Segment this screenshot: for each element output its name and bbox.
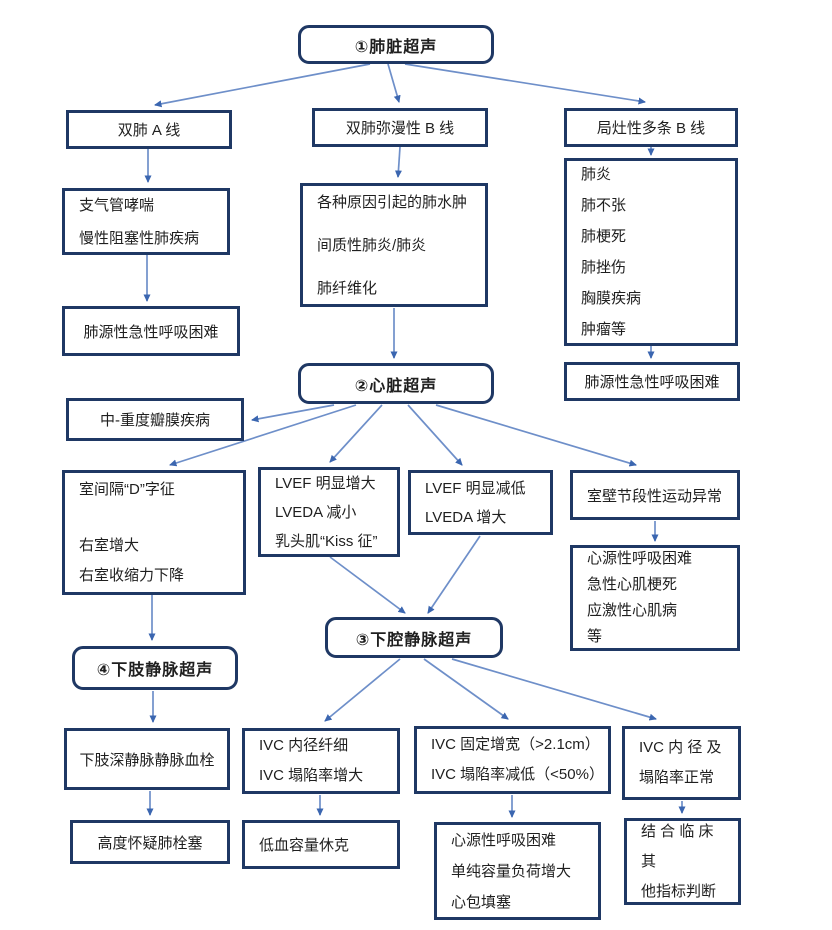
- node-lung-ultrasound: ①肺脏超声: [298, 25, 494, 64]
- node-cardiogenic-volume-tamponade: 心源性呼吸困难 单纯容量负荷增大 心包填塞: [434, 822, 601, 920]
- node-lvef-decreased: LVEF 明显减低 LVEDA 增大: [408, 470, 553, 535]
- node-ivc-ultrasound: ③下腔静脉超声: [325, 617, 503, 658]
- node-lower-limb-vein-ultrasound: ④下肢静脉超声: [72, 646, 238, 690]
- node-pulmonary-dyspnea-left: 肺源性急性呼吸困难: [62, 306, 240, 356]
- node-cardiac-ultrasound: ②心脏超声: [298, 363, 494, 404]
- node-pulmonary-dyspnea-right: 肺源性急性呼吸困难: [564, 362, 740, 401]
- node-asthma-copd: 支气管哮喘 慢性阻塞性肺疾病: [62, 188, 230, 255]
- node-wall-motion-abnormality: 室壁节段性运动异常: [570, 470, 740, 520]
- node-focal-b-lines: 局灶性多条 B 线: [564, 108, 738, 147]
- node-ivc-normal: IVC 内 径 及 塌陷率正常: [622, 726, 741, 800]
- node-ivc-fixed-dilated: IVC 固定增宽（>2.1cm） IVC 塌陷率减低（<50%）: [414, 726, 611, 794]
- node-diffuse-b-lines: 双肺弥漫性 B 线: [312, 108, 488, 147]
- node-lvef-increased: LVEF 明显增大 LVEDA 减小 乳头肌“Kiss 征”: [258, 467, 400, 557]
- node-pneumonia-list: 肺炎 肺不张 肺梗死 肺挫伤 胸膜疾病 肿瘤等: [564, 158, 738, 346]
- node-valve-disease: 中-重度瓣膜疾病: [66, 398, 244, 441]
- node-d-sign-right-ventricle: 室间隔“D”字征 右室增大 右室收缩力下降: [62, 470, 246, 595]
- node-cardiogenic-dyspnea-list: 心源性呼吸困难 急性心肌梗死 应激性心肌病 等: [570, 545, 740, 651]
- node-pulmonary-edema-causes: 各种原因引起的肺水肿 间质性肺炎/肺炎 肺纤维化: [300, 183, 488, 307]
- node-both-lungs-a-lines: 双肺 A 线: [66, 110, 232, 149]
- node-dvt: 下肢深静脉静脉血栓: [64, 728, 230, 790]
- node-suspect-pulmonary-embolism: 高度怀疑肺栓塞: [70, 820, 230, 864]
- node-clinical-judgement: 结 合 临 床 其 他指标判断: [624, 818, 741, 905]
- node-ivc-thin: IVC 内径纤细 IVC 塌陷率增大: [242, 728, 400, 794]
- node-hypovolemic-shock: 低血容量休克: [242, 820, 400, 869]
